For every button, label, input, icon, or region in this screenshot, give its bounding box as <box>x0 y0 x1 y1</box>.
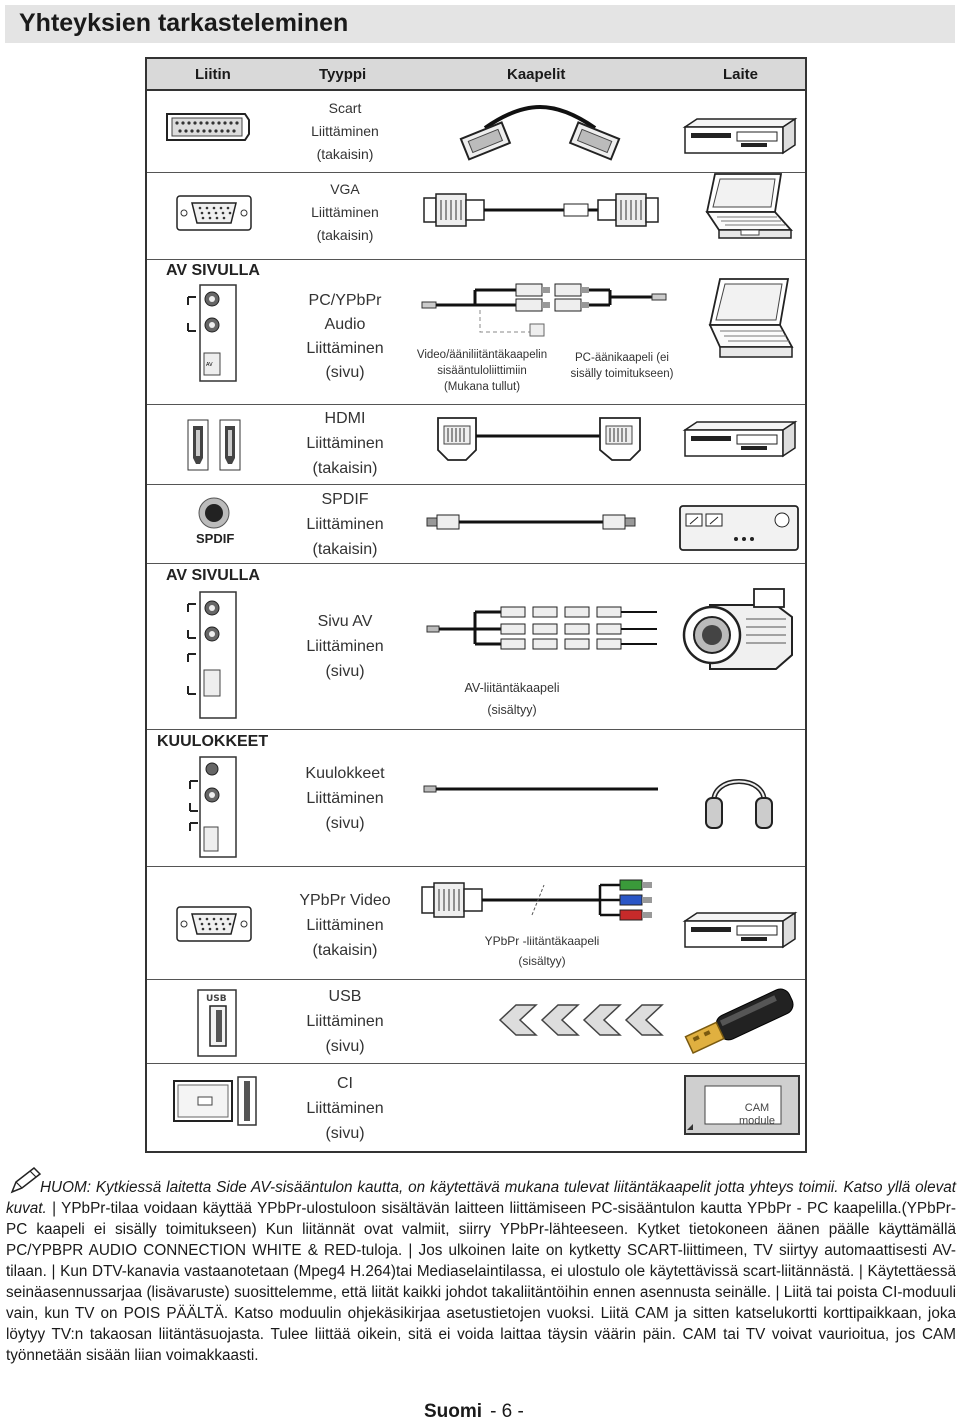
row-divider <box>147 404 805 405</box>
audio-cables-icon <box>421 283 667 337</box>
ypbpr-cable-icon <box>421 879 652 921</box>
page-footer: Suomi - 6 - <box>424 1401 524 1423</box>
hdmi-ports-icon <box>187 419 241 471</box>
dvd-player-icon <box>682 117 798 155</box>
headphone-jack-panel-icon <box>189 756 237 858</box>
row-divider <box>147 729 805 730</box>
scart-cable-icon <box>459 105 621 161</box>
vga-port-icon <box>176 906 252 942</box>
camcorder-icon <box>682 588 793 670</box>
row-divider <box>147 979 805 980</box>
av-cable-icon <box>426 606 657 650</box>
headphones-label: KUULOKKEET <box>157 733 269 750</box>
usb-arrows-icon <box>498 1004 664 1036</box>
footer-language: Suomi <box>424 1401 483 1422</box>
usb-port-icon: USB <box>197 989 237 1057</box>
laptop-icon <box>708 278 794 358</box>
row-divider <box>147 172 805 173</box>
row-divider <box>147 1063 805 1064</box>
av-side-label-1: AV SIVULLA <box>166 262 260 279</box>
ci-slot-panel-icon <box>173 1076 257 1126</box>
spdif-port-label: SPDIF <box>196 531 235 546</box>
page-number: - 6 - <box>490 1401 524 1422</box>
row-divider <box>147 866 805 867</box>
vga-port-icon <box>176 195 252 231</box>
header-tyyppi: Tyyppi <box>319 66 367 83</box>
row-divider <box>147 484 805 485</box>
av-side-label-2: AV SIVULLA <box>166 567 260 584</box>
header-liitin: Liitin <box>195 66 231 83</box>
row-divider <box>147 563 805 564</box>
header-kaapelit: Kaapelit <box>507 66 566 83</box>
caption-ypbpr-cable: YPbPr -liitäntäkaapeli(sisältyy) <box>484 934 600 968</box>
laptop-icon <box>705 173 794 239</box>
note-lead: HUOM: Kytkiessä laitetta Side AV-sisäänt… <box>6 1179 956 1217</box>
header-laite: Laite <box>723 66 759 83</box>
headphones-icon <box>705 779 773 829</box>
scart-connector-icon <box>166 113 250 141</box>
caption-av-cable: AV-liitäntäkaapeli(sisältyy) <box>464 681 560 717</box>
spdif-port-icon <box>198 497 230 529</box>
table-header: Liitin Tyyppi Kaapelit Laite <box>147 59 805 91</box>
amplifier-icon <box>679 505 799 551</box>
cam-module-icon <box>684 1075 800 1135</box>
pencil-note-icon <box>10 1167 42 1194</box>
dvd-player-icon <box>682 911 798 949</box>
hdmi-cable-icon <box>437 417 641 461</box>
spdif-cable-icon <box>426 514 636 530</box>
av-side-panel-icon: AV <box>187 284 237 382</box>
headphone-cable-icon <box>423 785 658 793</box>
usb-port-label: USB <box>206 994 227 1004</box>
row-divider <box>147 259 805 260</box>
svg-text:AV: AV <box>206 362 213 368</box>
usb-stick-icon <box>684 988 794 1055</box>
av-side-panel-icon <box>187 591 237 719</box>
note-body: | YPbPr-tilaa voidaan käyttää YPbPr-ulos… <box>6 1200 956 1364</box>
vga-cable-icon <box>423 193 659 227</box>
page-title: Yhteyksien tarkasteleminen <box>19 9 349 37</box>
dvd-player-icon <box>682 420 798 458</box>
note-text: HUOM: Kytkiessä laitetta Side AV-sisäänt… <box>6 1177 956 1366</box>
title-bar: Yhteyksien tarkasteleminen <box>5 5 955 43</box>
